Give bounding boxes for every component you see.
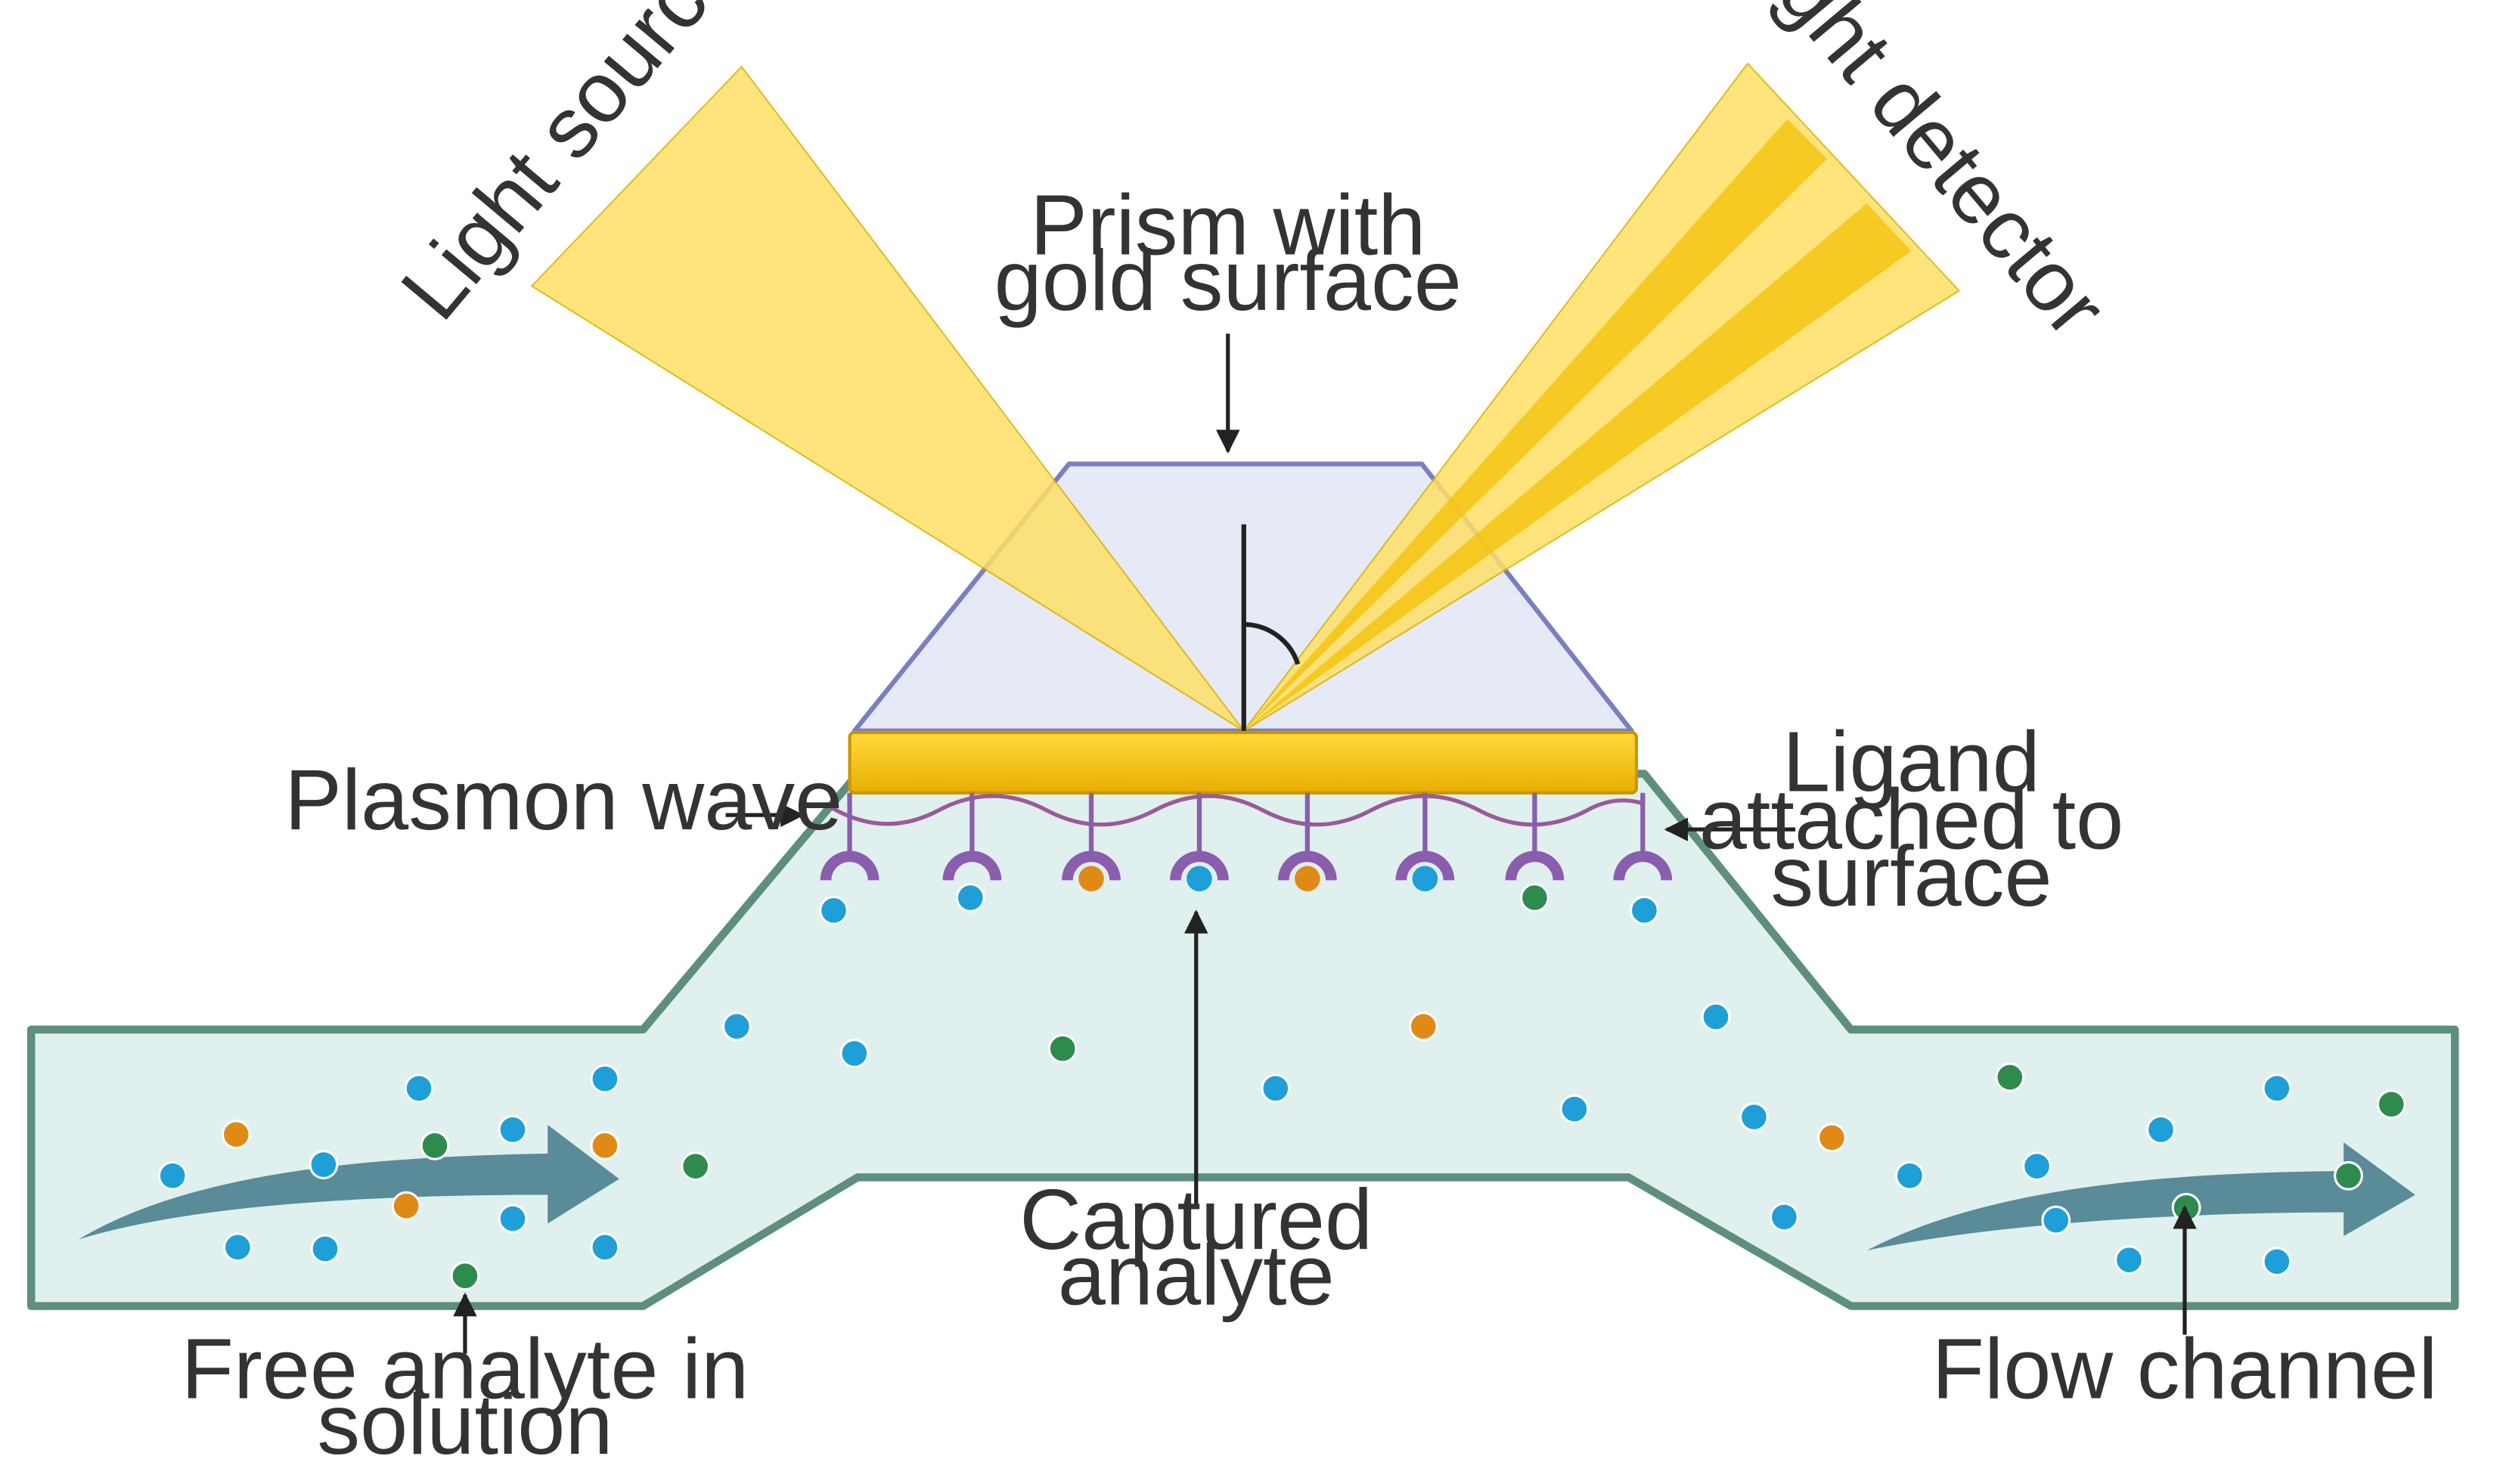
analyte-green — [1519, 883, 1549, 912]
ligand-icon — [1277, 792, 1337, 881]
ligand-label-line3: surface — [1770, 829, 2052, 925]
analyte-blue — [590, 1232, 620, 1262]
reflected-beam-band — [1243, 119, 1828, 731]
analyte-blue — [1261, 1073, 1291, 1104]
light-detector-beam — [1242, 62, 1961, 732]
analyte-blue — [590, 1064, 620, 1094]
analyte-orange — [590, 1130, 620, 1160]
ligand-row — [820, 792, 1673, 881]
analyte-blue — [310, 1234, 340, 1264]
analyte-orange — [1078, 866, 1104, 892]
analyte-orange — [221, 1120, 251, 1150]
flow-channel-label: Flow channel — [1932, 1321, 2438, 1417]
captured-analytes — [1078, 866, 1438, 892]
analyte-blue — [2041, 1205, 2071, 1235]
gold-surface — [848, 730, 1639, 795]
plasmon-wave — [830, 794, 1646, 827]
ligand-icon — [942, 792, 1002, 881]
analyte-orange — [1816, 1123, 1847, 1153]
analyte-blue — [721, 1012, 752, 1042]
analyte-blue — [955, 883, 985, 912]
pointer-arrows — [453, 333, 2197, 1354]
analyte-blue — [1894, 1160, 1925, 1191]
analyte-orange — [1295, 866, 1320, 892]
analyte-orange — [391, 1191, 421, 1221]
prism-label-line1: Prism with — [1030, 177, 1425, 273]
free-analyte-label-line1: Free analyte in — [181, 1321, 749, 1417]
angle-arc-icon — [1243, 621, 1301, 665]
analyte-blue — [222, 1232, 253, 1262]
analyte-blue — [2146, 1114, 2176, 1145]
ligand-label-line1: Ligand — [1782, 714, 2040, 810]
ligand-icon — [1170, 792, 1229, 881]
analyte-blue — [498, 1204, 528, 1234]
analyte-orange — [1408, 1012, 1438, 1042]
ligand-icon — [1613, 792, 1673, 881]
free-analytes — [157, 883, 2406, 1291]
captured-label-line2: analyte — [1058, 1228, 1335, 1324]
captured-label-line1: Captured — [1019, 1172, 1373, 1268]
analyte-blue — [1629, 895, 1659, 925]
free-analyte-label-line2: solution — [317, 1377, 613, 1473]
analyte-green — [1995, 1062, 2025, 1092]
analyte-blue — [309, 1150, 339, 1179]
analyte-blue — [839, 1038, 870, 1068]
analyte-blue — [2022, 1151, 2052, 1182]
analyte-blue — [2262, 1247, 2292, 1277]
analyte-green — [2334, 1160, 2363, 1191]
plasmon-wave-label: Plasmon wave — [284, 752, 842, 848]
analyte-blue — [498, 1114, 528, 1145]
analyte-blue — [1701, 1002, 1731, 1032]
ligand-icon — [1062, 792, 1121, 881]
analyte-blue — [1739, 1102, 1769, 1132]
analyte-blue — [1412, 866, 1438, 892]
ligand-label-line2: attached to — [1699, 771, 2124, 867]
ligand-icon — [1505, 792, 1565, 881]
analyte-green — [1047, 1033, 1078, 1064]
analyte-blue — [2262, 1073, 2292, 1104]
analyte-green — [2376, 1089, 2406, 1120]
ligand-icon — [1395, 792, 1455, 881]
light-source-beam — [530, 65, 1245, 732]
analyte-blue — [2114, 1245, 2144, 1275]
prism-label-line2: gold surface — [994, 233, 1462, 329]
flow-arrow-icon — [1866, 1142, 2415, 1251]
flow-arrow-icon — [79, 1125, 619, 1240]
analyte-blue — [1559, 1094, 1590, 1124]
ligand-icon — [820, 792, 879, 881]
reflected-beam-band — [1243, 203, 1912, 731]
analyte-blue — [1187, 866, 1212, 892]
analyte-green — [420, 1130, 450, 1160]
analyte-blue — [819, 895, 848, 925]
analyte-blue — [157, 1160, 188, 1191]
analyte-green — [681, 1151, 711, 1182]
analyte-green — [450, 1261, 480, 1291]
analyte-blue — [1769, 1202, 1799, 1232]
analyte-blue — [404, 1073, 434, 1104]
